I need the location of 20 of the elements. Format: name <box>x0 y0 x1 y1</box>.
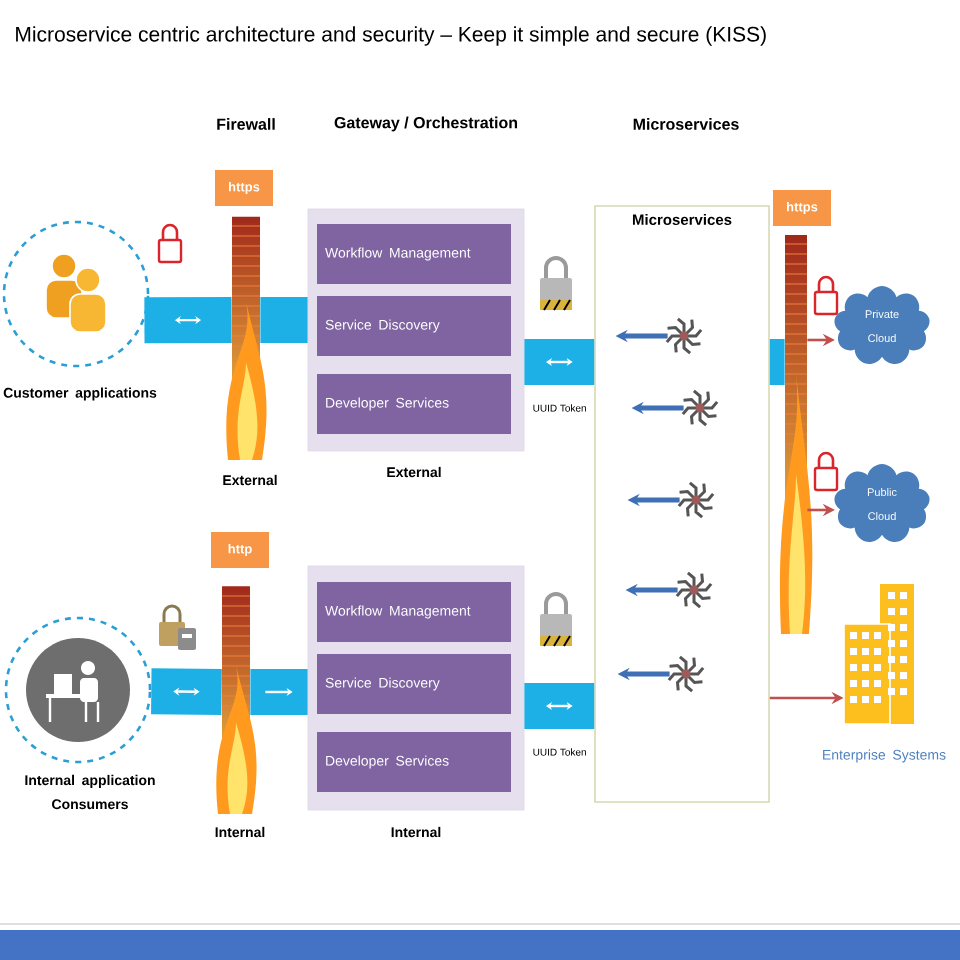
connector-arrow <box>250 669 308 715</box>
dashed-circle <box>4 616 152 764</box>
firewall-drawing <box>216 595 257 814</box>
firewall-drawing <box>226 225 267 460</box>
dashed-circle <box>2 220 150 368</box>
connector-arrow <box>524 683 595 729</box>
column-heading: Gateway / Orchestration <box>334 116 517 132</box>
connector-arrow <box>151 668 222 715</box>
building-icon <box>843 584 914 725</box>
column-heading: Microservices <box>633 118 739 130</box>
service-icon <box>665 317 703 355</box>
service-icon <box>681 389 719 427</box>
connector-arrow <box>524 339 595 385</box>
service-icon <box>667 655 705 693</box>
title: Microservice centric architecture and security – Keep it simple and secure (KISS) <box>16 26 766 46</box>
column-heading: Firewall <box>217 118 275 130</box>
service-icon <box>677 481 715 519</box>
connector-arrow <box>144 297 232 344</box>
firewall-drawing <box>779 243 813 634</box>
service-icon <box>675 571 713 609</box>
